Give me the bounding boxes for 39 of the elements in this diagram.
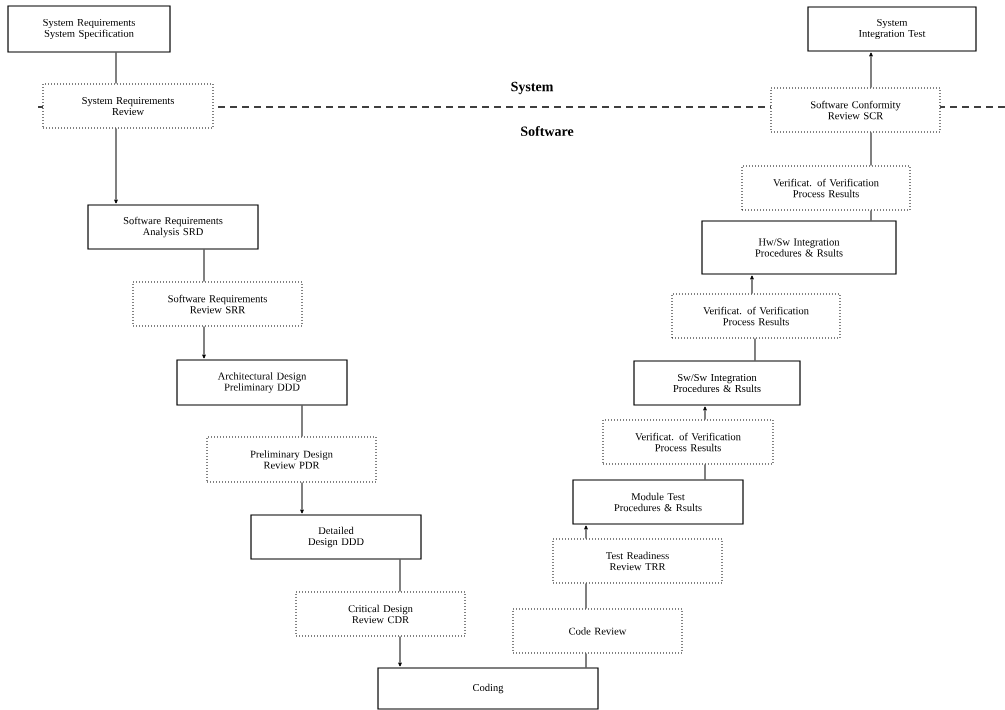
review-box: Verificat. of Verification Process Results	[741, 165, 911, 211]
review-box: Critical Design Review CDR	[295, 591, 466, 637]
review-box: Software Conformity Review SCR	[770, 87, 941, 133]
review-box: System Requirements Review	[42, 83, 214, 129]
review-box: Test Readiness Review TRR	[552, 538, 723, 584]
process-box: System Integration Test	[807, 6, 977, 52]
review-box: Verificat. of Verification Process Results	[602, 419, 774, 465]
connector-line	[870, 210, 872, 221]
process-box: Coding	[377, 667, 599, 710]
process-box: Hw/Sw Integration Procedures & Rsults	[701, 220, 897, 275]
process-box: Module Test Procedures & Rsults	[572, 479, 744, 525]
process-box: System Requirements System Specification	[7, 5, 171, 53]
connector-line	[203, 249, 205, 282]
connector-line	[754, 338, 756, 361]
review-box: Preliminary Design Review PDR	[206, 436, 377, 483]
connector-line	[115, 52, 117, 84]
connector-line	[585, 583, 587, 609]
arrow	[398, 636, 402, 667]
connector-line	[301, 405, 303, 437]
arrow	[584, 525, 588, 539]
arrow	[202, 326, 206, 359]
section-label: System	[511, 81, 554, 95]
connector-line	[585, 653, 587, 668]
process-box: Software Requirements Analysis SRD	[87, 204, 259, 250]
arrow	[703, 406, 707, 420]
arrow	[114, 128, 118, 204]
connector-line	[399, 559, 401, 592]
connector-line	[704, 464, 706, 480]
arrow	[300, 482, 304, 514]
process-box: Architectural Design Preliminary DDD	[176, 359, 348, 406]
arrow	[869, 52, 873, 88]
review-box: Code Review	[512, 608, 683, 654]
arrow	[750, 275, 754, 294]
connector-line	[870, 132, 872, 166]
review-box: Verificat. of Verification Process Results	[671, 293, 841, 339]
process-box: Sw/Sw Integration Procedures & Rsults	[633, 360, 801, 406]
process-box: Detailed Design DDD	[250, 514, 422, 560]
section-label: Software	[521, 126, 574, 136]
review-box: Software Requirements Review SRR	[132, 281, 303, 327]
